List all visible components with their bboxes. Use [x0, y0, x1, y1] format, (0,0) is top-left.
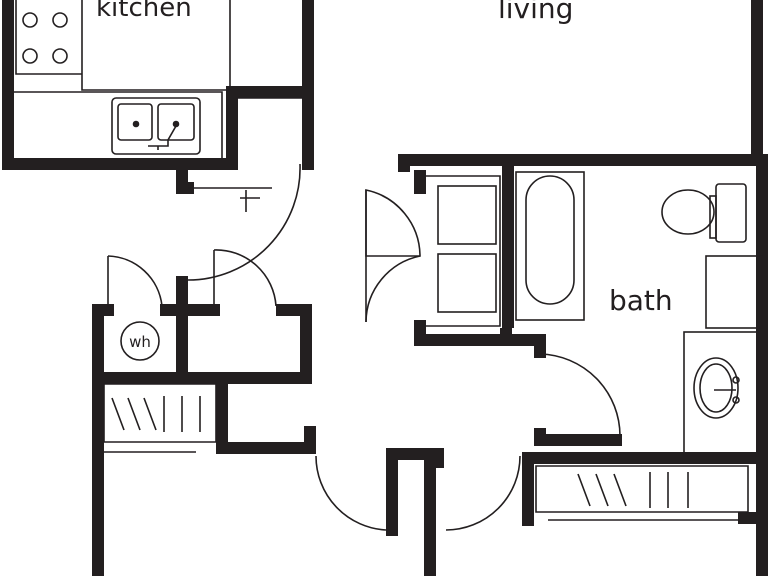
linen-shelf-lower	[437, 253, 497, 313]
wall-hall-top-right	[216, 304, 312, 384]
door-kitchen-swing	[187, 163, 301, 281]
thin-lines	[14, 0, 763, 521]
room-label-kitchen: kitchen	[96, 0, 192, 23]
door-bottom-right	[445, 455, 521, 531]
wall-bath-door-jamb	[500, 334, 546, 358]
sink-outline	[111, 97, 201, 155]
bath-vanity	[683, 331, 759, 457]
kitchen-stove-edge	[15, 0, 82, 75]
kitchen-upper-cabinet	[81, 0, 231, 91]
hanger	[143, 397, 157, 431]
wall-hall-mid	[216, 372, 316, 454]
burner	[52, 12, 68, 28]
door-linen-upper	[365, 189, 421, 257]
room-label-living: living	[498, 0, 573, 25]
bath-closet-hangers	[577, 472, 689, 508]
hanger	[595, 473, 609, 507]
bath-sink	[693, 357, 740, 419]
burner	[22, 48, 38, 64]
door-hall-swing	[213, 249, 277, 307]
bath-closet-box	[535, 465, 749, 513]
water-heater-icon	[120, 321, 160, 361]
linen-closet-frame	[426, 175, 501, 327]
sink-basin-right	[157, 103, 195, 141]
sink-drain	[132, 120, 140, 128]
hall-closet-box	[103, 383, 217, 443]
sink-drain	[172, 120, 180, 128]
bath-sink-knob	[732, 376, 740, 384]
wall-closet-bottom	[414, 320, 512, 346]
sink-faucet	[148, 125, 177, 150]
doors	[107, 163, 621, 531]
wall-jamb-left	[176, 158, 194, 194]
burner	[22, 12, 38, 28]
stove	[22, 12, 68, 64]
sink-basin-left	[117, 103, 153, 141]
room-label-water-heater: wh	[129, 333, 151, 351]
wall-bath-bottom-jamb	[534, 428, 622, 446]
bath-sink-inner	[699, 363, 733, 413]
door-bath-swing	[539, 353, 621, 437]
door-kitchen-leaf	[188, 187, 272, 212]
linen-shelf-upper	[437, 185, 497, 245]
hanger	[111, 397, 125, 431]
bath-sink-basin	[693, 357, 739, 419]
bath-sink-knob	[732, 396, 740, 404]
kitchen-sink	[111, 97, 201, 155]
toilet	[661, 183, 747, 243]
door-bottom-left	[315, 455, 387, 531]
toilet-tank	[715, 183, 747, 243]
hanger	[613, 473, 627, 507]
bath-cabinet	[705, 255, 763, 329]
wall-kitchen-left	[2, 0, 238, 170]
bathtub	[515, 171, 585, 321]
burner	[52, 48, 68, 64]
bathtub-basin	[525, 175, 575, 305]
toilet-bowl	[661, 189, 715, 235]
door-wh-swing	[107, 255, 163, 307]
door-linen-lower	[365, 255, 421, 323]
hanger	[577, 473, 591, 507]
kitchen-counter	[14, 91, 223, 158]
room-label-bath: bath	[609, 284, 673, 317]
hanger	[127, 397, 141, 431]
hall-closet-hangers	[111, 396, 201, 432]
